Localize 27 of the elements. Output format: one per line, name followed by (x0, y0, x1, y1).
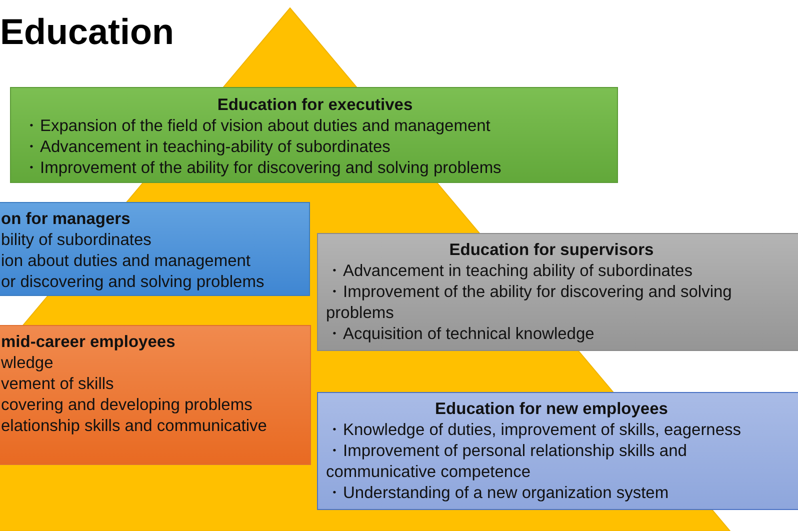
bullet-item: ・Improvement of the ability for discovering and solving problems (326, 282, 733, 324)
level-box (317, 392, 798, 510)
bullet-item: or discovering and solving problems (1, 272, 264, 293)
bullet-item: ・Understanding of a new organization system (326, 483, 670, 504)
box-heading: Education for new employees (435, 399, 668, 420)
bullet-item: ion about duties and management (1, 251, 251, 272)
level-box (0, 202, 310, 296)
bullet-item: wledge (1, 353, 54, 374)
level-box (0, 325, 311, 465)
bullet-item: ・Knowledge of duties, improvement of skills, eagerness (326, 420, 742, 441)
bullet-item: ・Acquisition of technical knowledge (326, 324, 596, 345)
bullet-item: covering and developing problems (1, 395, 252, 416)
bullet-item: ・Improvement of personal relationship skills and communicative competence (326, 441, 688, 483)
bullet-item: ・Expansion of the field of vision about duties and management (23, 116, 490, 137)
bullet-item: ・Advancement in teaching ability of subordinates (326, 261, 694, 282)
bullet-item: vement of skills (1, 374, 114, 395)
bullet-item: ・Advancement in teaching-ability of subordinates (23, 137, 390, 158)
box-heading: mid-career employees (1, 332, 176, 353)
page-title: Education (0, 10, 174, 54)
box-heading: on for managers (1, 209, 130, 230)
box-heading: Education for supervisors (449, 240, 654, 261)
bullet-item: ・Improvement of the ability for discovering and solving problems (23, 158, 502, 179)
box-heading: Education for executives (217, 95, 413, 116)
level-box (317, 233, 798, 351)
bullet-item: elationship skills and communicative (1, 416, 267, 437)
bullet-item: bility of subordinates (1, 230, 152, 251)
level-box (10, 87, 618, 183)
